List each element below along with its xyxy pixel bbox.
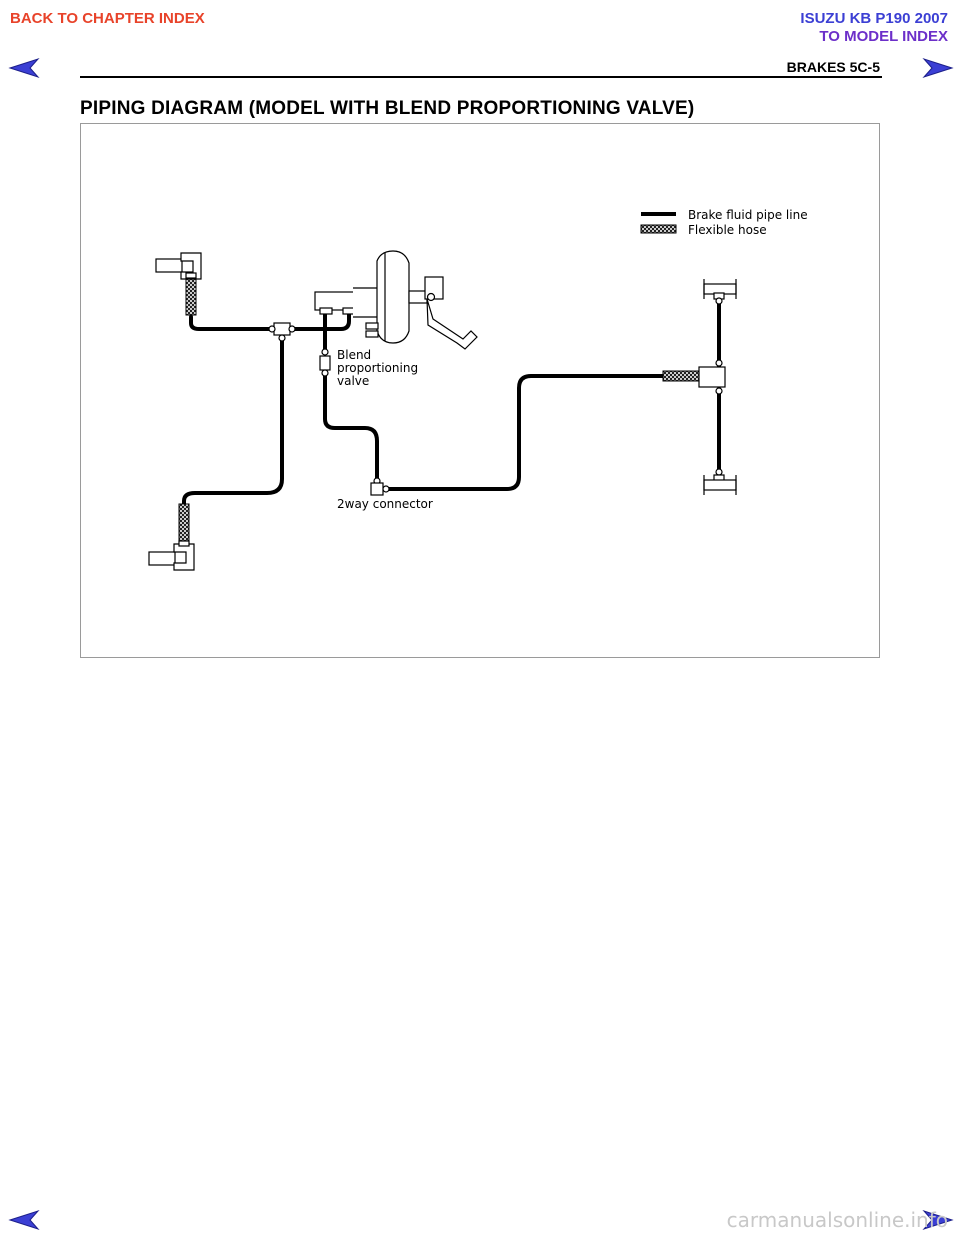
hose-front-left bbox=[185, 276, 197, 316]
piping-diagram: Brake fluid pipe line Flexible hose bbox=[148, 208, 808, 571]
legend-flexible-hose-label: Flexible hose bbox=[688, 223, 767, 237]
rear-lower-wheel-cylinder-icon bbox=[703, 468, 737, 495]
blend-proportioning-valve-icon bbox=[319, 348, 331, 377]
pipe-front-right bbox=[182, 335, 284, 506]
back-to-chapter-index-link[interactable]: BACK TO CHAPTER INDEX bbox=[10, 10, 205, 27]
previous-page-arrow-icon[interactable] bbox=[8, 57, 42, 79]
brake-pedal-icon bbox=[424, 276, 478, 350]
hose-rear bbox=[662, 370, 700, 382]
front-right-caliper-icon bbox=[148, 540, 195, 571]
piping-diagram-figure: Brake fluid pipe line Flexible hose bbox=[80, 123, 880, 658]
pipe-bpv-to-connector bbox=[323, 373, 379, 481]
next-page-bottom-arrow-icon[interactable] bbox=[920, 1209, 954, 1231]
master-cylinder-booster-icon bbox=[314, 250, 428, 344]
two-way-connector-label: 2way connector bbox=[337, 497, 433, 511]
two-way-connector-icon bbox=[370, 477, 390, 496]
legend-hose-swatch bbox=[640, 224, 677, 234]
pipe-front-left bbox=[189, 315, 277, 331]
watermark: carmanualsonline.info bbox=[726, 1208, 948, 1232]
next-page-arrow-icon[interactable] bbox=[920, 57, 954, 79]
header-divider bbox=[80, 76, 882, 78]
pipe-master-to-tee bbox=[287, 311, 351, 331]
to-model-index-link[interactable]: TO MODEL INDEX bbox=[819, 28, 948, 45]
front-left-caliper-icon bbox=[155, 252, 202, 280]
bpv-label-line2: proportioning bbox=[337, 361, 418, 375]
bpv-label-line1: Blend bbox=[337, 348, 371, 362]
model-title-link[interactable]: ISUZU KB P190 2007 bbox=[800, 10, 948, 27]
front-tee-icon bbox=[268, 322, 296, 342]
flexible-hoses bbox=[178, 276, 700, 545]
rear-three-way-block-icon bbox=[698, 359, 726, 395]
previous-page-bottom-arrow-icon[interactable] bbox=[8, 1209, 42, 1231]
section-header: BRAKES 5C-5 bbox=[786, 59, 880, 75]
page-title: PIPING DIAGRAM (MODEL WITH BLEND PROPORT… bbox=[80, 98, 695, 119]
brake-pipe-lines bbox=[182, 299, 721, 506]
legend: Brake fluid pipe line Flexible hose bbox=[640, 208, 808, 237]
legend-pipe-line-label: Brake fluid pipe line bbox=[688, 208, 808, 222]
hose-front-right bbox=[178, 503, 190, 545]
rear-upper-wheel-cylinder-icon bbox=[703, 279, 737, 305]
bpv-label-line3: valve bbox=[337, 374, 369, 388]
pipe-connector-to-rear bbox=[385, 374, 665, 491]
